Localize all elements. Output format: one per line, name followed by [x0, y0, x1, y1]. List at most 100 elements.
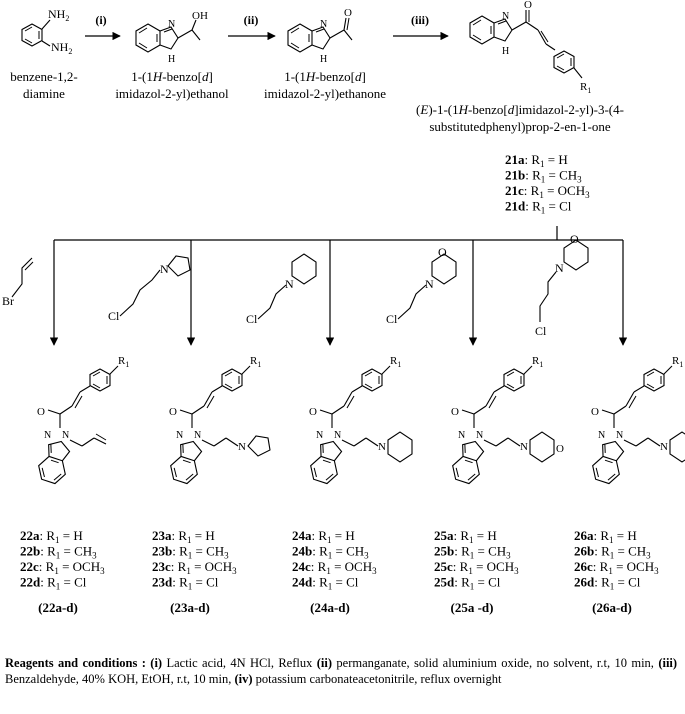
svg-text:N: N: [194, 430, 201, 441]
svg-text:N: N: [378, 441, 386, 453]
condition-tag: (iii): [658, 656, 678, 670]
svg-text:N: N: [160, 262, 169, 276]
svg-text:N: N: [44, 430, 51, 441]
svg-text:O: O: [556, 443, 564, 455]
svg-text:R1: R1: [118, 355, 129, 369]
r1-substituent-line: 23d: R1 = Cl: [152, 575, 219, 592]
compound-name-2: imidazol-2-yl)ethanone: [264, 86, 386, 101]
svg-text:Cl: Cl: [108, 309, 120, 323]
compound-name-3: (E)-1-(1H-benzo[d]imidazol-2-yl)-3-(4-: [416, 102, 624, 117]
chloropropyl-morpholine-structure: Cl N O: [535, 232, 589, 338]
svg-text:R1: R1: [580, 81, 591, 95]
r1-substituent-line: 24c: R1 = OCH3: [292, 559, 377, 576]
svg-text:H: H: [320, 54, 327, 65]
compound-name-3: substitutedphenyl)prop-2-en-1-one: [429, 119, 610, 134]
r1-substituent-line: 25b: R1 = CH3: [434, 544, 511, 561]
svg-text:N: N: [176, 430, 183, 441]
compound-name-sm: benzene-1,2-: [10, 69, 78, 84]
svg-text:N: N: [520, 441, 528, 453]
benzimidazole-ethanol-structure: OH N H: [135, 10, 208, 65]
reagent-label: (iii): [411, 13, 429, 27]
r1-substituent-line: 22a: R1 = H: [20, 528, 83, 545]
r1-substituent-line: 23a: R1 = H: [152, 528, 215, 545]
svg-text:OH: OH: [192, 10, 208, 22]
reagents-conditions-note: Reagents and conditions : (i) Lactic aci…: [5, 656, 677, 687]
r1-substituent-line: 26a: R1 = H: [574, 528, 637, 545]
r1-substituent-line: 25c: R1 = OCH3: [434, 559, 519, 576]
reagent-label: (i): [95, 13, 106, 27]
svg-text:N: N: [320, 19, 327, 30]
compound-name-sm: diamine: [23, 86, 65, 101]
condition-text: Benzaldehyde, 40% KOH, EtOH, r.t, 10 min…: [5, 671, 232, 686]
svg-text:Br: Br: [2, 294, 14, 308]
svg-text:H: H: [502, 46, 509, 57]
chalcone-21-structure: O R1 N H: [469, 0, 591, 95]
svg-text:O: O: [570, 232, 579, 246]
family-label: (26a-d): [592, 600, 632, 615]
svg-text:N: N: [476, 430, 483, 441]
svg-text:N: N: [168, 19, 175, 30]
compound-name-2: 1-(1H-benzo[d]: [284, 69, 366, 84]
r1-substituent-line: 25a: R1 = H: [434, 528, 497, 545]
condition-text: potassium carbonateacetonitrile, reflux …: [255, 671, 502, 686]
compound-name-1: imidazol-2-yl)ethanol: [115, 86, 229, 101]
r1-substituent-line: 24b: R1 = CH3: [292, 544, 369, 561]
condition-text: Lactic acid, 4N HCl, Reflux: [166, 656, 313, 670]
reaction-scheme: NH2 NH2 benzene-1,2- diamine (i) OH N H …: [2, 0, 685, 615]
r1-substituent-line: 22d: R1 = Cl: [20, 575, 87, 592]
conditions-heading: Reagents and conditions :: [5, 656, 146, 670]
svg-text:O: O: [344, 7, 352, 19]
svg-text:O: O: [169, 406, 177, 418]
r1-substituent-line: 22b: R1 = CH3: [20, 544, 97, 561]
family-label: (24a-d): [310, 600, 350, 615]
r1-substituent-line: 21a: R1 = H: [505, 152, 568, 169]
svg-text:N: N: [62, 430, 69, 441]
r1-substituent-line: 26b: R1 = CH3: [574, 544, 651, 561]
svg-text:O: O: [524, 0, 532, 11]
r1-substituent-line: 26d: R1 = Cl: [574, 575, 641, 592]
svg-text:R1: R1: [390, 355, 401, 369]
svg-text:O: O: [591, 406, 599, 418]
svg-text:N: N: [425, 277, 434, 291]
svg-text:N: N: [555, 261, 564, 275]
r1-substituent-line: 25d: R1 = Cl: [434, 575, 501, 592]
benzene-diamine-structure: NH2 NH2: [21, 7, 72, 56]
branch-lines: [54, 226, 623, 241]
r1-substituent-line: 24d: R1 = Cl: [292, 575, 359, 592]
r1-substituent-line: 21d: R1 = Cl: [505, 199, 572, 216]
svg-text:N: N: [598, 430, 605, 441]
svg-text:Cl: Cl: [535, 324, 547, 338]
family-label: (25a -d): [451, 600, 494, 615]
r1-substituent-line: 23c: R1 = OCH3: [152, 559, 237, 576]
r1-substituent-line: 22c: R1 = OCH3: [20, 559, 105, 576]
svg-text:H: H: [168, 54, 175, 65]
condition-tag: (iv): [234, 671, 253, 686]
svg-text:O: O: [309, 406, 317, 418]
svg-text:N: N: [334, 430, 341, 441]
r1-substituent-line: 26c: R1 = OCH3: [574, 559, 659, 576]
r1-substituent-line: 21b: R1 = CH3: [505, 168, 582, 185]
condition-text: permanganate, solid aluminium oxide, no …: [336, 656, 654, 670]
product-22-structure: R1O NN: [34, 355, 129, 487]
family-label: (23a-d): [170, 600, 210, 615]
svg-text:O: O: [37, 406, 45, 418]
svg-text:R1: R1: [672, 355, 683, 369]
r1-substituent-line: 21c: R1 = OCH3: [505, 183, 590, 200]
svg-text:O: O: [438, 245, 447, 259]
reagent-label: (ii): [244, 13, 259, 27]
svg-text:NH2: NH2: [51, 40, 72, 56]
allyl-bromide-structure: Br: [2, 257, 34, 308]
chloroethyl-pyrrolidine-structure: Cl N: [108, 255, 191, 323]
svg-text:N: N: [502, 11, 509, 22]
svg-text:N: N: [660, 441, 668, 453]
compound-name-1: 1-(1H-benzo[d]: [131, 69, 213, 84]
svg-text:N: N: [616, 430, 623, 441]
chloroethyl-piperidine-structure: Cl N: [246, 253, 317, 326]
condition-tag: (i): [150, 656, 163, 670]
svg-text:O: O: [451, 406, 459, 418]
svg-text:Cl: Cl: [386, 312, 398, 326]
